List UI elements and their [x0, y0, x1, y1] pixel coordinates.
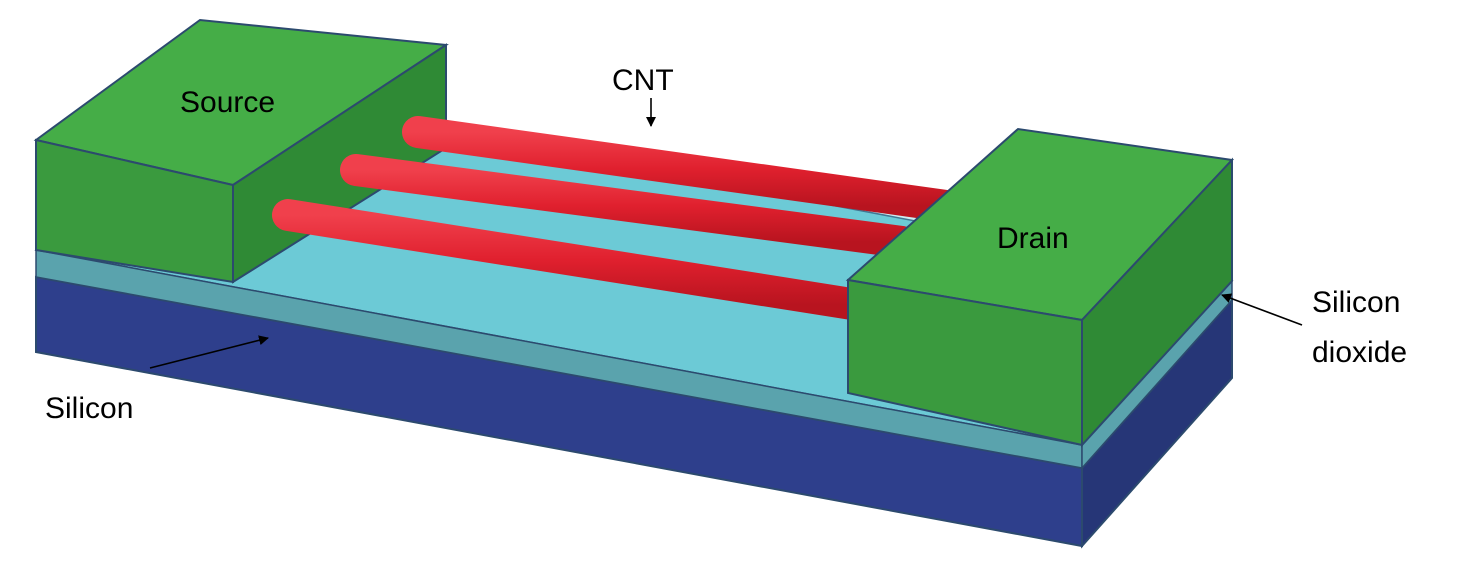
silicon-dioxide-arrow — [1221, 293, 1303, 326]
silicon-dioxide-label-line1: Silicon — [1312, 286, 1400, 319]
nanotube-1 — [402, 116, 962, 222]
source-label: Source — [180, 86, 275, 119]
drain-label: Drain — [997, 222, 1069, 255]
nanotube-3 — [272, 199, 874, 321]
carbon-nanotubes — [272, 116, 962, 321]
silicon-arrow — [149, 335, 269, 369]
source-electrode — [33, 18, 449, 284]
cnt-label: CNT — [612, 64, 674, 97]
silicon-dioxide-label-line2: dioxide — [1312, 336, 1407, 369]
drain-side-face — [1081, 157, 1233, 448]
drain-electrode — [845, 127, 1235, 448]
silicon-label: Silicon — [45, 392, 133, 425]
nanotube-2 — [340, 154, 918, 258]
